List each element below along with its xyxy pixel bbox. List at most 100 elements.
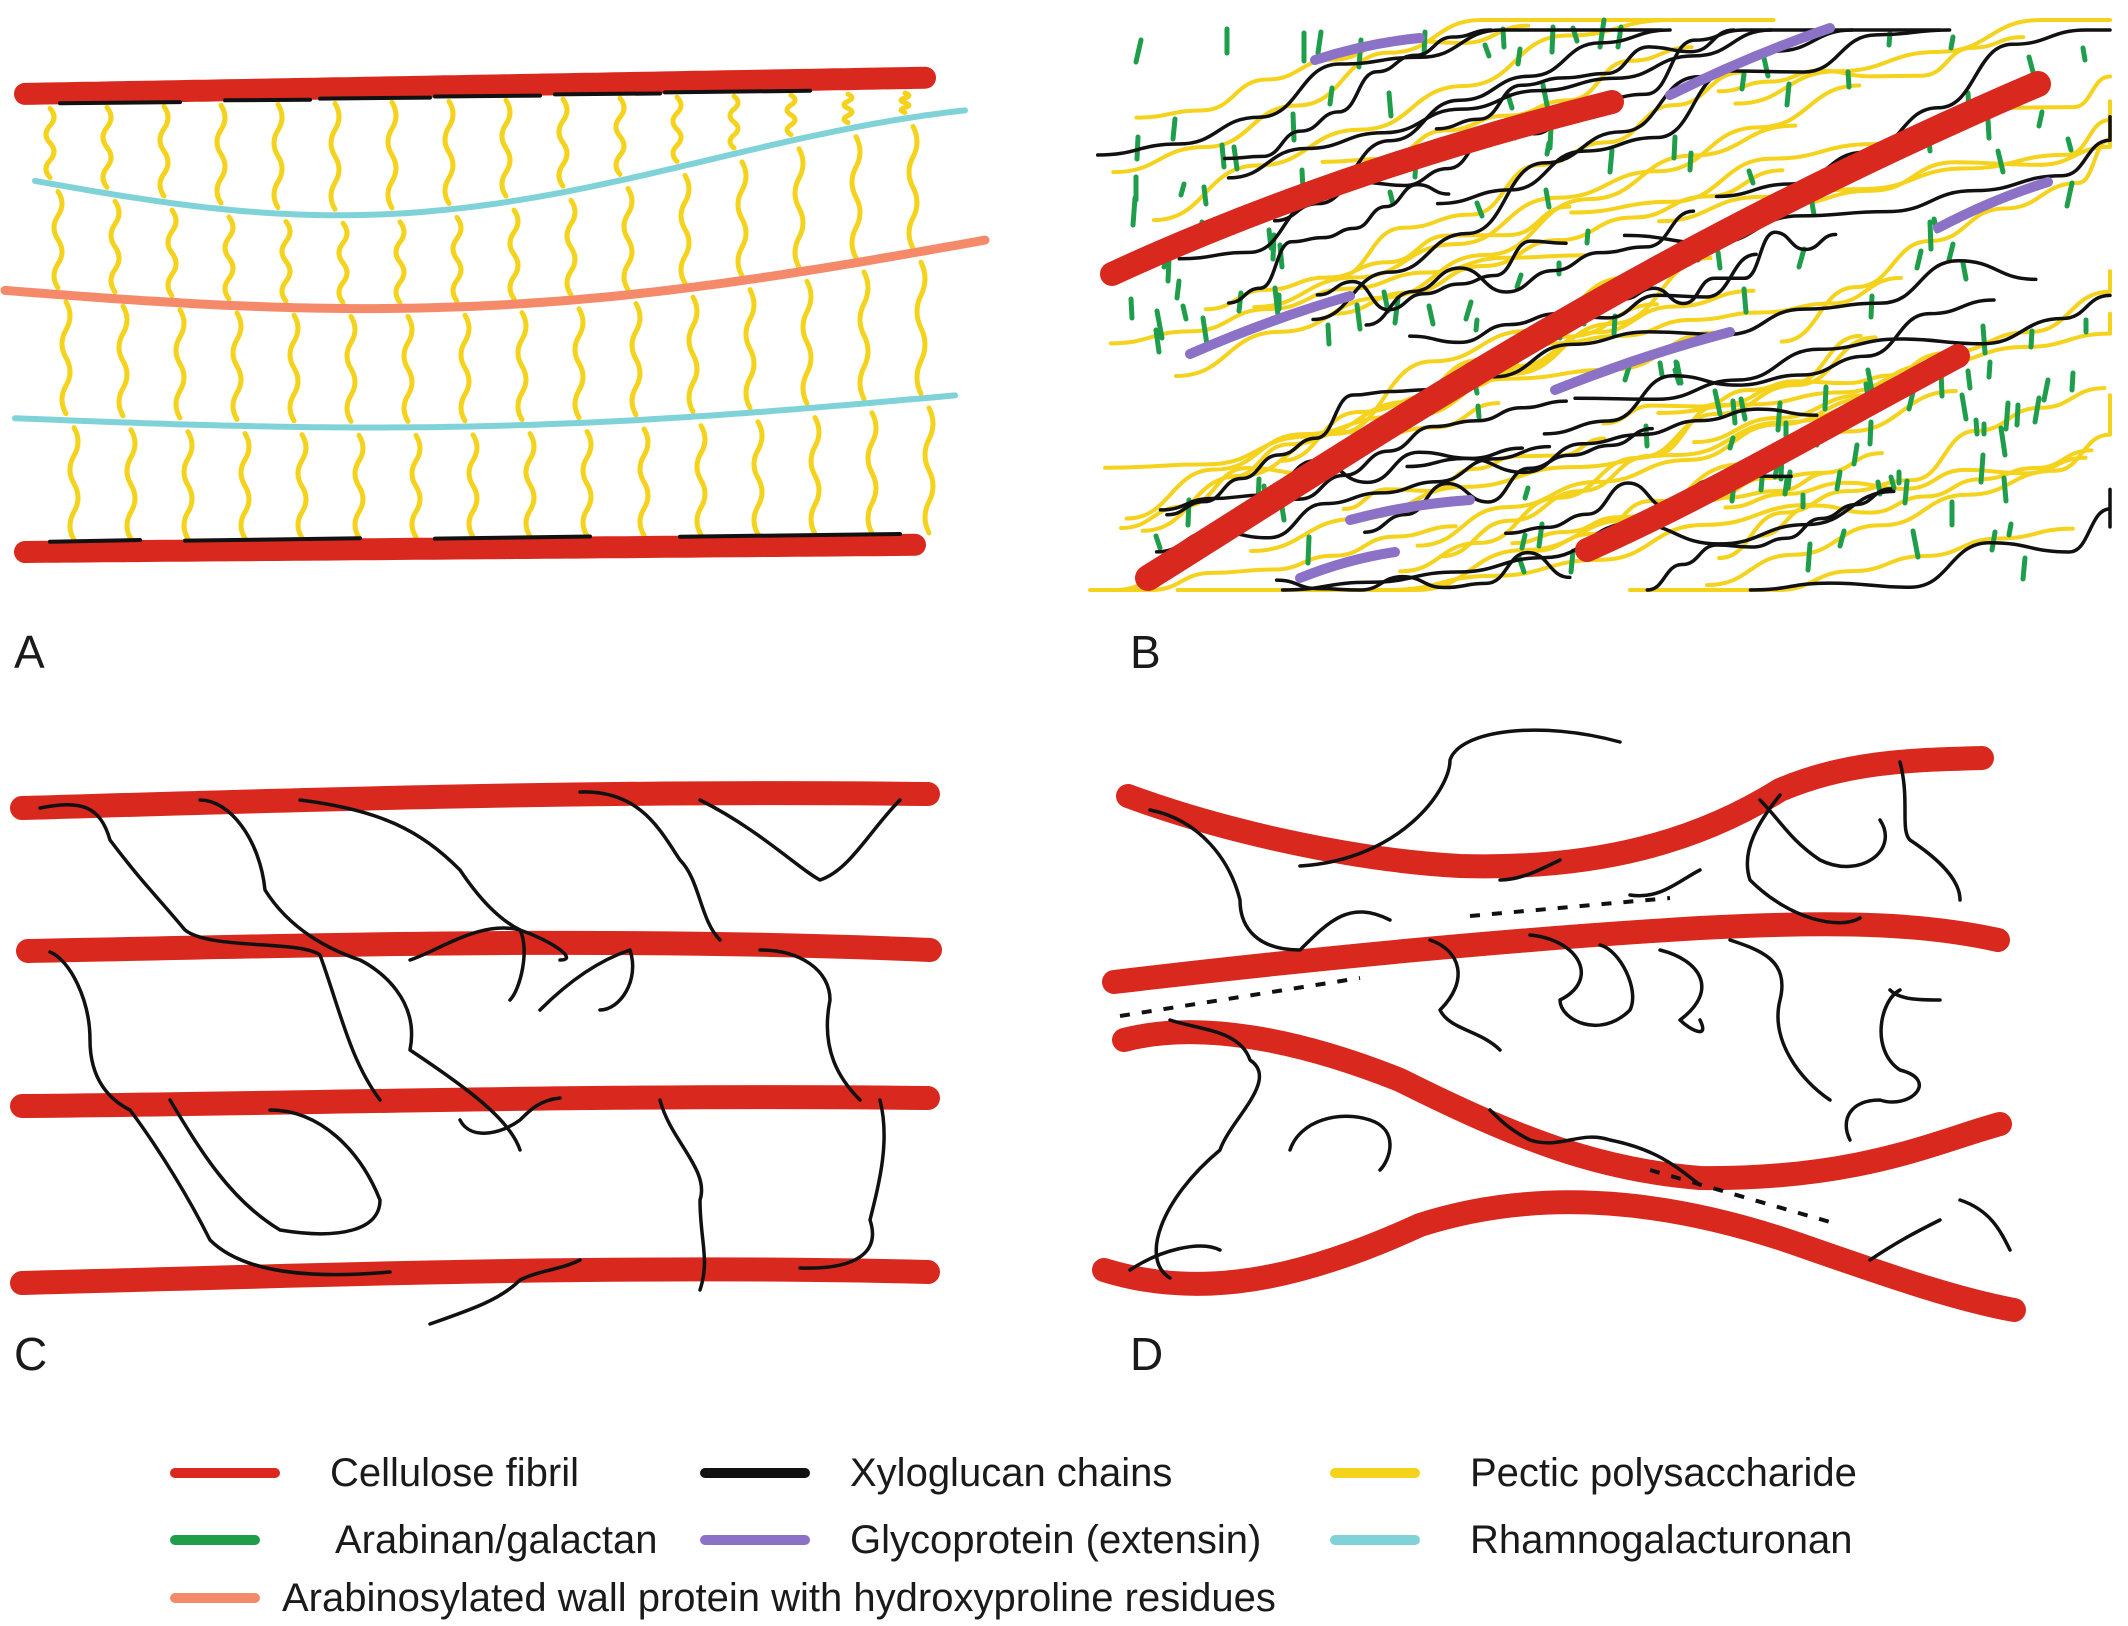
xyloglucan-chain bbox=[1542, 298, 1996, 436]
panel-label-c: C bbox=[14, 1328, 47, 1380]
arabinan-side-chain bbox=[1785, 469, 1793, 491]
arabinan-side-chain bbox=[2014, 402, 2021, 428]
arabinan-side-chain bbox=[1392, 295, 1401, 326]
pectic-strand bbox=[507, 207, 521, 302]
arabinan-side-chain bbox=[1822, 384, 1829, 412]
pectic-strand bbox=[1717, 386, 2107, 561]
arabinan-side-chain bbox=[1315, 29, 1324, 56]
pectic-strand bbox=[800, 278, 814, 407]
cellulose-fibril bbox=[10, 1257, 940, 1295]
xyloglucan-chain bbox=[1428, 938, 1502, 1052]
arabinan-side-chain bbox=[1741, 286, 1749, 315]
arabinan-side-chain bbox=[1960, 260, 1969, 282]
pectic-strand bbox=[1733, 18, 2112, 106]
pectic-strand bbox=[1705, 393, 2112, 588]
pectic-strand bbox=[352, 432, 366, 540]
pectic-strand bbox=[808, 415, 822, 537]
xyloglucan-chain bbox=[183, 536, 362, 543]
pectic-strand bbox=[59, 299, 73, 417]
arabinan-side-chain bbox=[1568, 548, 1576, 575]
panel-label-a: A bbox=[14, 626, 45, 678]
xyloglucan-chain bbox=[198, 798, 522, 1152]
xyloglucan-chain bbox=[1177, 28, 1672, 261]
xyloglucan-chain bbox=[553, 91, 662, 97]
legend-item-glycoprotein: Glycoprotein (extensin) bbox=[700, 1512, 1261, 1568]
glycoprotein-extensin bbox=[1295, 547, 1400, 583]
xyloglucan-chain bbox=[1748, 487, 2112, 592]
xyloglucan-chain bbox=[458, 1096, 562, 1135]
xyloglucan-chain bbox=[1573, 293, 2112, 402]
pectic-strand bbox=[743, 287, 757, 411]
panel-label-b: B bbox=[1130, 626, 1161, 678]
pectic-strand bbox=[1252, 83, 1862, 310]
xyloglucan-chain bbox=[408, 926, 526, 1002]
pectic-strand bbox=[295, 432, 309, 541]
pectic-strand bbox=[214, 102, 228, 206]
xyloglucan-chain bbox=[1288, 1114, 1392, 1172]
arabinan-side-chain bbox=[1463, 299, 1474, 322]
xyloglucan-chain bbox=[1714, 28, 2112, 199]
pectic-strand bbox=[336, 220, 350, 305]
legend-swatch-glycoprotein bbox=[700, 1535, 810, 1545]
cellulose-fibril bbox=[1112, 1020, 2012, 1191]
xyloglucan-chain bbox=[1645, 487, 1893, 592]
arabinan-side-chain bbox=[1174, 278, 1182, 301]
arabinan-side-chain bbox=[1153, 327, 1162, 355]
xyloglucan-chain bbox=[663, 88, 812, 95]
arabinan-side-chain bbox=[1515, 46, 1523, 67]
arabinan-side-chain bbox=[1995, 148, 2006, 175]
glycoprotein-extensin bbox=[1345, 495, 1475, 525]
arabinan-side-chain bbox=[1784, 81, 1792, 108]
pectic-strand bbox=[1438, 333, 1863, 559]
xyloglucan-chain bbox=[1758, 798, 1888, 869]
xyloglucan-chain bbox=[1488, 1108, 1702, 1187]
arabinan-side-chain bbox=[1178, 181, 1187, 198]
arabinan-side-chain bbox=[1500, 26, 1507, 50]
arabinan-side-chain bbox=[1946, 241, 1956, 263]
arabinan-side-chain bbox=[1948, 34, 1956, 51]
xyloglucan-chain bbox=[318, 95, 432, 101]
xyloglucan-chain bbox=[38, 803, 382, 1102]
pectic-strand bbox=[1111, 17, 1668, 175]
xyloglucan-chain bbox=[1363, 426, 1654, 535]
pectic-strand bbox=[43, 105, 57, 181]
xyloglucan-chain bbox=[298, 798, 569, 962]
pectic-strand bbox=[100, 104, 114, 190]
xyloglucan-chain bbox=[1528, 933, 1635, 1028]
arabinan-side-chain bbox=[1473, 317, 1480, 333]
legend-swatch-cellulose bbox=[170, 1468, 280, 1478]
pectic-strand bbox=[108, 198, 122, 295]
glycoprotein-extensin bbox=[1310, 33, 1425, 65]
glycoprotein-extensin bbox=[1185, 291, 1355, 359]
xyloglucan-chain bbox=[1128, 1244, 1222, 1272]
arabinan-side-chain bbox=[1170, 116, 1178, 142]
pectic-strand bbox=[865, 410, 879, 536]
xyloglucan-chain bbox=[168, 1098, 382, 1236]
xyloglucan-chain bbox=[578, 790, 722, 942]
arabinan-side-chain bbox=[1914, 248, 1924, 271]
arabinan-side-chain bbox=[1989, 529, 1998, 553]
pectic-strand bbox=[279, 219, 293, 304]
cellulose-fibril bbox=[1100, 90, 1624, 286]
arabinan-side-chain bbox=[1851, 442, 1860, 467]
pectic-strand bbox=[637, 426, 651, 538]
xyloglucan-chain bbox=[538, 948, 635, 1012]
arabinan-side-chain bbox=[1758, 476, 1765, 493]
arabinan-side-chain bbox=[2032, 395, 2042, 425]
pectic-strand bbox=[401, 313, 415, 424]
pectic-strand bbox=[849, 134, 863, 261]
arabinan-side-chain bbox=[1985, 117, 1992, 141]
arabinan-side-chain bbox=[1927, 219, 1934, 252]
arabinan-side-chain bbox=[1607, 147, 1615, 175]
panel-label-d: D bbox=[1130, 1328, 1163, 1380]
arabinan-side-chain bbox=[1543, 187, 1552, 210]
pectic-strand bbox=[1569, 74, 2112, 215]
pectic-strand bbox=[621, 185, 635, 293]
xyloglucan-chain bbox=[1095, 28, 1665, 157]
xyloglucan-chain bbox=[1844, 988, 1921, 1142]
xyloglucan-chain bbox=[678, 531, 902, 539]
legend-swatch-xyloglucan bbox=[700, 1468, 810, 1478]
pectic-strand bbox=[1656, 117, 2112, 224]
pectic-strand bbox=[230, 310, 244, 422]
pectic-strand bbox=[841, 91, 855, 126]
